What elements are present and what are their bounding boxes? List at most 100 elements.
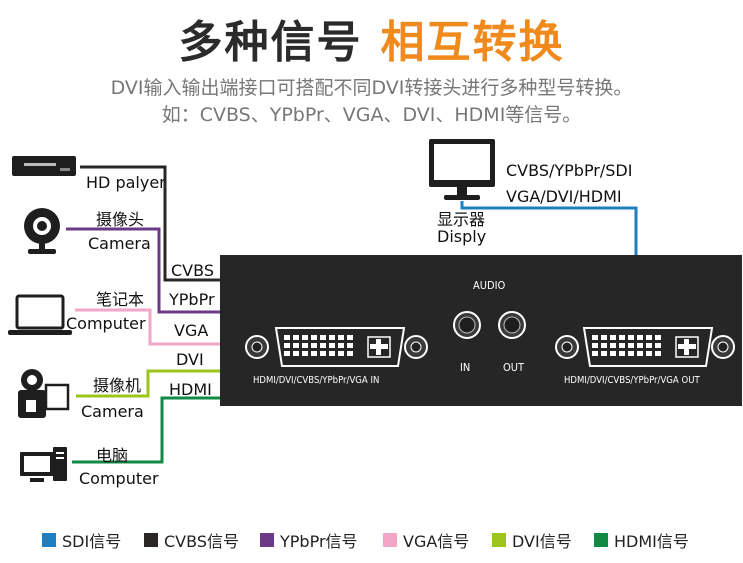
legend-item-ypbpr: YPbPr信号 <box>260 528 358 552</box>
display-label-cn: 显示器 <box>437 210 486 229</box>
signal-label-vga: VGA <box>174 321 209 340</box>
dvi-out-port <box>555 327 735 367</box>
hd-player-icon <box>12 156 76 176</box>
desktop-computer-icon <box>20 447 67 482</box>
dvi-pin <box>320 335 326 340</box>
device-ports-drawing <box>245 311 735 367</box>
legend-label-vga: VGA信号 <box>403 532 470 551</box>
dvi-pin <box>347 335 353 340</box>
dvi-pin <box>592 335 598 340</box>
sdi-line <box>460 201 638 257</box>
ypbpr-line <box>66 227 222 314</box>
source-label-laptop-cn: 笔记本 <box>96 290 145 309</box>
dvi-pin <box>293 335 299 340</box>
signal-label-ypbpr: YPbPr <box>169 290 215 309</box>
dvi-pin <box>610 343 616 348</box>
dvi-pin <box>655 335 661 340</box>
legend-label-ypbpr: YPbPr信号 <box>280 532 358 551</box>
audio-in-label: IN <box>460 361 471 374</box>
source-label-laptop-en: Computer <box>66 314 146 333</box>
subtitle-line2: 如：CVBS、YPbPr、VGA、DVI、HDMI等信号。 <box>161 104 582 126</box>
dvi-pin <box>311 335 317 340</box>
source-label-desktop-cn: 电脑 <box>96 446 129 465</box>
display-signals-line2: VGA/DVI/HDMI <box>506 187 622 206</box>
dvi-pin <box>329 343 335 348</box>
signal-label-hdmi: HDMI <box>169 380 212 399</box>
legend-swatch-ypbpr <box>260 533 274 547</box>
dvi-pin <box>302 351 308 356</box>
dvi-pin <box>628 343 634 348</box>
converter-device-panel: AUDIO IN OUT HDMI/DVI/CVBS/YPbPr/VGA IN … <box>220 255 742 406</box>
dvi-pin <box>628 351 634 356</box>
dvi-pin <box>329 351 335 356</box>
hdmi-line <box>72 396 222 464</box>
dvi-pin <box>601 343 607 348</box>
dvi-pin <box>619 343 625 348</box>
dvi-pin <box>628 335 634 340</box>
audio-out-label: OUT <box>503 361 525 374</box>
dvi-pin <box>338 335 344 340</box>
dvi-pin <box>610 335 616 340</box>
dvi-pin <box>293 343 299 348</box>
dvi-pin <box>592 351 598 356</box>
source-label-camcorder-en: Camera <box>81 402 144 421</box>
audio-out-jack <box>498 311 526 339</box>
dvi-pin <box>302 343 308 348</box>
dvi-pin <box>637 335 643 340</box>
legend-label-cvbs: CVBS信号 <box>164 532 239 551</box>
laptop-icon <box>8 294 72 335</box>
dvi-pin <box>347 343 353 348</box>
dvi-pin <box>311 343 317 348</box>
legend-swatch-cvbs <box>144 533 158 547</box>
dvi-in-port <box>245 327 428 367</box>
legend-swatch-dvi <box>492 533 506 547</box>
legend-swatch-vga <box>383 533 397 547</box>
legend-swatch-sdi <box>42 533 56 547</box>
page-title: 多种信号相互转换 <box>0 6 743 70</box>
dvi-pin <box>619 335 625 340</box>
dvi-pin <box>329 335 335 340</box>
legend-item-dvi: DVI信号 <box>492 528 572 552</box>
title-part1: 多种信号 <box>178 17 363 68</box>
dvi-pin <box>284 343 290 348</box>
dvi-pin <box>320 351 326 356</box>
source-label-desktop-en: Computer <box>79 469 159 488</box>
webcam-icon <box>24 208 60 254</box>
source-label-camcorder-cn: 摄像机 <box>93 376 142 395</box>
dvi-pin <box>338 351 344 356</box>
dvi-pin <box>637 343 643 348</box>
title-part2: 相互转换 <box>380 17 565 68</box>
legend-item-cvbs: CVBS信号 <box>144 528 239 552</box>
cvbs-line <box>80 165 222 282</box>
dvi-pin <box>338 343 344 348</box>
legend-item-hdmi: HDMI信号 <box>594 528 689 552</box>
dvi-pin <box>320 343 326 348</box>
dvi-pin <box>646 343 652 348</box>
source-label-webcam-cn: 摄像头 <box>96 210 145 229</box>
signal-legend: SDI信号 CVBS信号 YPbPr信号 VGA信号 DVI信号 HDMI信号 <box>0 528 743 552</box>
legend-swatch-hdmi <box>594 533 608 547</box>
signal-label-dvi: DVI <box>176 350 204 369</box>
dvi-pin <box>637 351 643 356</box>
vga-line <box>75 308 222 346</box>
dvi-pin <box>347 351 353 356</box>
legend-label-dvi: DVI信号 <box>512 532 572 551</box>
dvi-pin <box>592 343 598 348</box>
port-in-label: HDMI/DVI/CVBS/YPbPr/VGA IN <box>253 375 380 386</box>
dvi-pin <box>610 351 616 356</box>
source-label-hd-player: HD palyer <box>86 173 166 192</box>
legend-item-vga: VGA信号 <box>383 528 469 552</box>
camcorder-icon <box>18 369 70 418</box>
dvi-pin <box>284 351 290 356</box>
dvi-pin <box>293 351 299 356</box>
dvi-pin <box>284 335 290 340</box>
legend-label-sdi: SDI信号 <box>62 532 122 551</box>
dvi-pin <box>302 335 308 340</box>
subtitle-line1: DVI输入输出端接口可搭配不同DVI转接头进行多种型号转换。 <box>110 77 633 99</box>
dvi-pin <box>601 335 607 340</box>
signal-label-cvbs: CVBS <box>171 261 214 280</box>
legend-item-sdi: SDI信号 <box>42 528 121 552</box>
dvi-pin <box>646 335 652 340</box>
dvi-pin <box>601 351 607 356</box>
display-signals-line1: CVBS/YPbPr/SDI <box>506 161 633 180</box>
